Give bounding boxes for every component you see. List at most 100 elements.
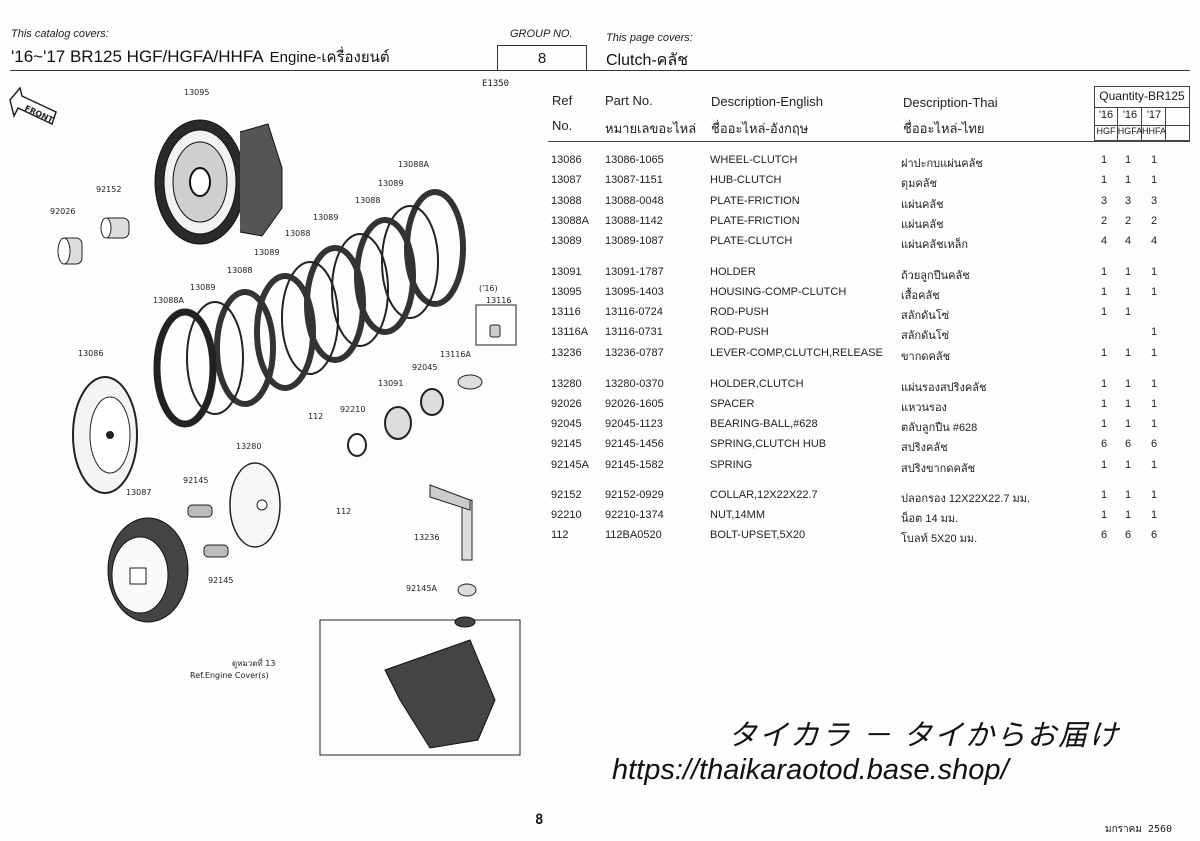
row-ref: 13089 [551, 235, 582, 247]
row-desc-english: HOLDER [710, 266, 756, 278]
col-header-ref-no: No. [552, 118, 573, 133]
row-qty-hgf: 1 [1100, 398, 1108, 410]
header-divider [10, 70, 1190, 71]
row-part-no: 92026-1605 [605, 398, 664, 410]
catalog-model: '16~'17 BR125 HGF/HGFA/HHFA [11, 47, 264, 66]
callout-92045: 92045 [412, 363, 437, 372]
row-qty-hhfa: 1 [1150, 459, 1158, 471]
row-ref: 112 [551, 529, 569, 541]
page-covers-label: This page covers: [606, 32, 693, 44]
row-part-no: 13236-0787 [605, 347, 664, 359]
clutch-plates-icon [153, 189, 466, 428]
row-qty-hgf: 6 [1100, 529, 1108, 541]
row-desc-english: SPACER [710, 398, 755, 410]
row-desc-english: PLATE-FRICTION [710, 215, 800, 227]
row-desc-english: PLATE-FRICTION [710, 195, 800, 207]
callout-13086: 13086 [78, 349, 103, 358]
callout-13116: 13116 [486, 296, 511, 305]
clutch-hub-icon [107, 517, 189, 623]
watermark-japanese: タイカラ － タイからお届け [728, 720, 1121, 752]
row-desc-english: BOLT-UPSET,5X20 [710, 529, 806, 541]
row-desc-thai: ตลับลูกปืน #628 [901, 422, 978, 434]
spacer-icon [57, 237, 83, 265]
row-part-no: 13089-1087 [605, 235, 664, 247]
quantity-header: Quantity-BR125 '16 '16 '17 HGF HGFA HHFA [1094, 86, 1190, 141]
callout-92145-a: 92145 [183, 476, 208, 485]
row-desc-thai: สลักดันโซ่ [901, 310, 950, 322]
row-part-no: 13095-1403 [605, 286, 664, 298]
row-qty-hhfa: 4 [1150, 235, 1158, 247]
row-qty-hgfa: 1 [1124, 378, 1132, 390]
row-qty-hgf: 1 [1100, 347, 1108, 359]
row-part-no: 13116-0731 [605, 326, 663, 338]
row-desc-english: SPRING,CLUTCH HUB [710, 438, 827, 450]
springs-icon [187, 504, 229, 558]
row-part-no: 92145-1582 [605, 459, 664, 471]
row-desc-thai: แผ่นคลัช [901, 199, 944, 211]
col-header-part-thai: หมายเลขอะไหล่ [605, 121, 697, 136]
callout-13089-c: 13089 [254, 248, 279, 257]
callout-112-a: 112 [308, 412, 323, 421]
page-number: 8 [535, 812, 544, 828]
row-qty-hgfa: 4 [1124, 235, 1132, 247]
row-ref: 13088 [551, 195, 582, 207]
row-qty-hhfa: 2 [1150, 215, 1158, 227]
quantity-year-1: '16 [1098, 109, 1114, 121]
callout-13088-a: 13088 [355, 196, 380, 205]
row-desc-english: ROD-PUSH [710, 306, 769, 318]
quantity-title: Quantity-BR125 [1099, 89, 1185, 103]
row-desc-english: HUB-CLUTCH [710, 174, 782, 186]
col-header-part: Part No. [605, 93, 653, 108]
row-part-no: 13088-0048 [605, 195, 664, 207]
callout-13116a: 13116A [440, 350, 471, 359]
catalog-title: '16~'17 BR125 HGF/HGFA/HHFA Engine-เครื่อ… [11, 45, 390, 69]
row-qty-hhfa: 6 [1150, 438, 1158, 450]
catalog-section: Engine-เครื่องยนต์ [269, 49, 390, 66]
row-qty-hgfa: 2 [1124, 215, 1132, 227]
row-ref: 13091 [551, 266, 582, 278]
row-ref: 92145 [551, 438, 582, 450]
row-part-no: 112BA0520 [605, 529, 662, 541]
ref-note-thai: ดูหมวดที่ 13 [232, 657, 275, 669]
row-qty-hhfa: 1 [1150, 266, 1158, 278]
row-qty-hgfa: 1 [1124, 266, 1132, 278]
row-desc-thai: น็อต 14 มม. [901, 513, 959, 525]
row-qty-hgf: 1 [1100, 418, 1108, 430]
col-header-desc-english-thai: ชื่ออะไหล่-อังกฤษ [711, 121, 809, 136]
col-header-ref: Ref [552, 93, 573, 108]
row-qty-hhfa: 1 [1150, 509, 1158, 521]
row-ref: 92045 [551, 418, 582, 430]
row-qty-hgfa: 6 [1124, 438, 1132, 450]
callout-13236: 13236 [414, 533, 439, 542]
row-ref: 13116 [551, 306, 581, 318]
row-desc-thai: ขากดคลัช [901, 351, 951, 363]
row-ref: 92145A [551, 459, 589, 471]
row-qty-hhfa: 1 [1150, 398, 1158, 410]
row-desc-english: SPRING [710, 459, 753, 471]
front-arrow-icon: FRONT [9, 86, 57, 126]
row-ref: 13280 [551, 378, 582, 390]
row-desc-english: HOLDER,CLUTCH [710, 378, 804, 390]
row-desc-thai: แผ่นคลัชเหล็ก [901, 239, 969, 251]
row-desc-thai: ปลอกรอง 12X22X22.7 มม. [901, 493, 1031, 505]
row-qty-hgfa: 1 [1124, 398, 1132, 410]
col-header-desc-english: Description-English [711, 94, 823, 109]
spring-holder-icon [229, 462, 281, 548]
row-qty-hgfa: 6 [1124, 529, 1132, 541]
row-part-no: 13116-0724 [605, 306, 663, 318]
row-desc-thai: เสื้อคลัช [901, 290, 940, 302]
row-qty-hhfa: 1 [1150, 489, 1158, 501]
quantity-model-1: HGF [1096, 126, 1116, 136]
row-desc-thai: ฝาปะกบแผ่นคลัช [901, 158, 983, 170]
exploded-parts-diagram: FRONT [9, 86, 521, 756]
row-qty-hhfa: 3 [1150, 195, 1158, 207]
row-qty-hhfa: 1 [1150, 418, 1158, 430]
